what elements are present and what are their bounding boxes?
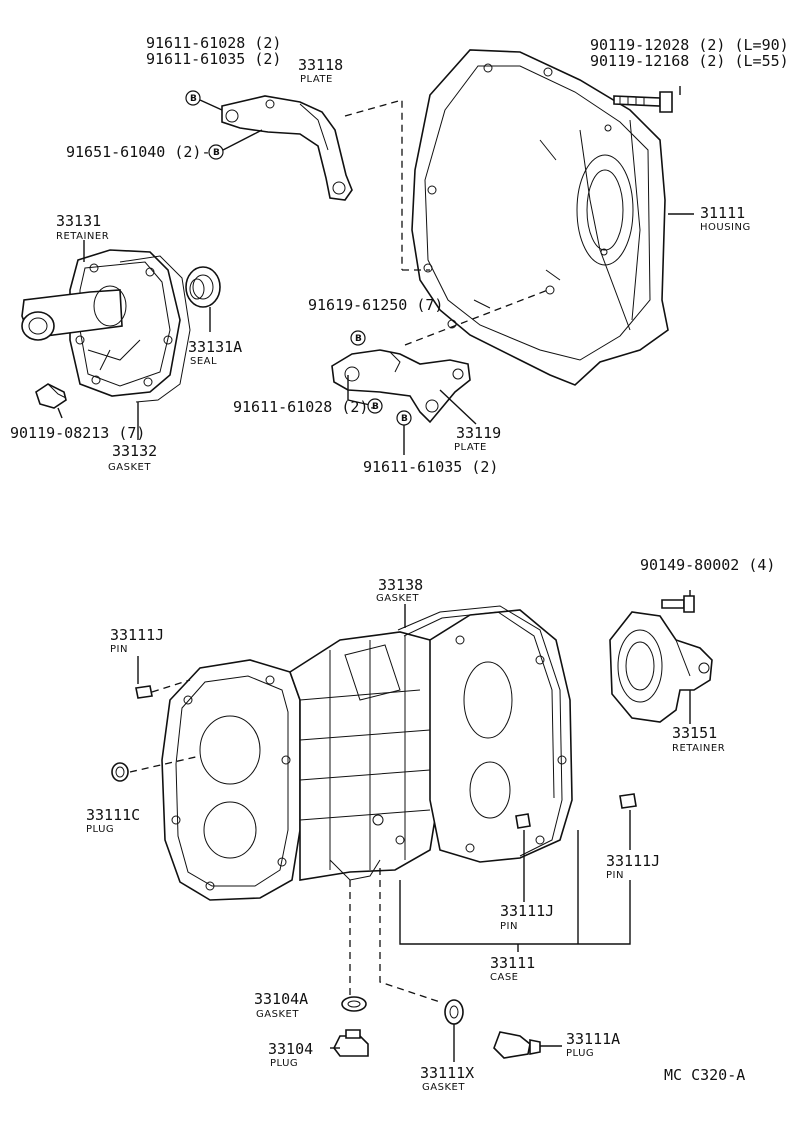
label-pin-mid-name: PIN	[500, 921, 518, 932]
fill-plug-33111a	[493, 1031, 541, 1059]
label-bolt-rear: 90149-80002 (4)	[640, 556, 775, 574]
housing-bolt	[613, 91, 673, 113]
label-plug-left-num: 33111C	[86, 806, 140, 824]
label-seal-num: 33131A	[188, 338, 242, 356]
pin-right-33111j	[619, 793, 637, 809]
label-plate-lower-num: 33119	[456, 424, 501, 442]
pin-left-33111j	[135, 685, 153, 699]
gasket-33132	[119, 255, 191, 403]
label-gasket-name: GASKET	[108, 462, 151, 473]
label-bolt-lower-bottom: 91611-61035 (2)	[363, 458, 498, 476]
label-pin-mid-num: 33111J	[500, 902, 554, 920]
label-fill-plug-num: 33111A	[566, 1030, 620, 1048]
label-seal-name: SEAL	[190, 356, 217, 367]
label-pin-left-name: PIN	[110, 644, 128, 655]
label-fill-gasket-name: GASKET	[422, 1082, 465, 1093]
label-housing-bolt-1: 90119-12028 (2) (L=90)	[590, 36, 789, 54]
label-drain-gasket-name: GASKET	[256, 1009, 299, 1020]
label-bolt-91651: 91651-61040 (2)-	[66, 143, 211, 161]
plug-left-33111c	[111, 762, 129, 782]
fill-gasket-33111x	[444, 999, 464, 1025]
label-retainer-num: 33131	[56, 212, 101, 230]
transmission-case-33111	[161, 609, 573, 901]
label-rear-retainer-num: 33151	[672, 724, 717, 742]
label-case-gasket-name: GASKET	[376, 593, 419, 604]
front-retainer-33131	[21, 249, 181, 397]
label-fill-gasket-num: 33111X	[420, 1064, 474, 1082]
label-case-num: 33111	[490, 954, 535, 972]
label-gasket-num: 33132	[112, 442, 157, 460]
bolt-marker-91619: B	[350, 330, 366, 346]
label-bolt-lower-left: 91611-61028 (2)-	[233, 398, 378, 416]
label-retainer-name: RETAINER	[56, 231, 109, 242]
label-plate-lower-name: PLATE	[454, 442, 487, 453]
svg-text:B: B	[190, 94, 197, 104]
drain-plug-33104	[333, 1029, 369, 1057]
svg-text:B: B	[355, 334, 362, 344]
rear-retainer-33151	[609, 611, 713, 723]
label-housing-bolt-2: 90119-12168 (2) (L=55)	[590, 52, 789, 70]
retainer-bolt	[35, 383, 67, 409]
pin-mid-33111j	[515, 813, 531, 829]
label-case-name: CASE	[490, 972, 519, 983]
diagram-code: MC C320-A	[664, 1066, 745, 1084]
label-top-bolt-1: 91611-61028 (2)	[146, 34, 281, 52]
drain-gasket-33104a	[341, 996, 367, 1012]
label-drain-plug-name: PLUG	[270, 1058, 298, 1069]
label-pin-left-num: 33111J	[110, 626, 164, 644]
label-rear-retainer-name: RETAINER	[672, 743, 725, 754]
svg-text:B: B	[213, 148, 220, 158]
label-plate-upper-name: PLATE	[300, 74, 333, 85]
label-top-bolt-2: 91611-61035 (2)	[146, 50, 281, 68]
label-bolt-91619: 91619-61250 (7)	[308, 296, 443, 314]
label-plate-upper-num: 33118	[298, 56, 343, 74]
label-plug-left-name: PLUG	[86, 824, 114, 835]
label-drain-gasket-num: 33104A	[254, 990, 308, 1008]
label-pin-right-num: 33111J	[606, 852, 660, 870]
upper-plate-33118	[221, 95, 353, 201]
bolt-marker-lower-left: B	[367, 398, 383, 414]
svg-text:B: B	[401, 414, 408, 424]
label-fill-plug-name: PLUG	[566, 1048, 594, 1059]
case-gasket-33138	[397, 605, 563, 857]
bolt-marker-top: B	[185, 90, 201, 106]
label-housing-num: 31111	[700, 204, 745, 222]
label-bolt-retainer: 90119-08213 (7)	[10, 424, 145, 442]
bolt-marker-91651: B	[208, 144, 224, 160]
label-housing-name: HOUSING	[700, 222, 751, 233]
label-case-gasket-num: 33138	[378, 576, 423, 594]
svg-text:B: B	[372, 402, 379, 412]
seal-33131a	[185, 266, 221, 308]
label-pin-right-name: PIN	[606, 870, 624, 881]
label-drain-plug-num: 33104	[268, 1040, 313, 1058]
clutch-housing-31111	[411, 49, 669, 386]
lower-plate-33119	[331, 349, 471, 424]
bolt-marker-lower-bottom: B	[396, 410, 412, 426]
rear-bolt	[661, 595, 695, 613]
